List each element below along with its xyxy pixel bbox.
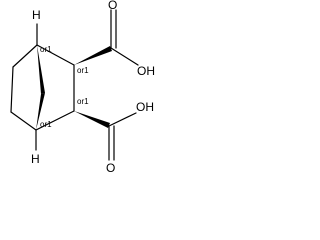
stereo-label-c3: or1: [77, 97, 89, 106]
bond-c3-c4: [35, 110, 75, 131]
atom-oh-top: OH: [137, 64, 155, 78]
atom-o-top: O: [108, 0, 117, 12]
bond-ctop-oh: [110, 47, 139, 66]
wedge-c3-carboxyl: [74, 111, 110, 128]
atom-o-bottom: O: [106, 161, 115, 175]
bond-c6-c4: [10, 111, 37, 131]
wedge-bridge-bottom: [36, 93, 45, 130]
bond-c7-c6: [10, 66, 14, 113]
bond-c1-c7: [12, 44, 38, 68]
atom-h-bottom: H: [31, 152, 40, 166]
bond-c1-c2: [36, 44, 75, 66]
atom-oh-bottom: OH: [136, 100, 154, 114]
wedge-bridge-top: [37, 45, 45, 94]
bond-cbot-oh: [108, 112, 137, 127]
stereo-label-c2: or1: [77, 66, 89, 75]
atom-h-top: H: [32, 8, 41, 22]
stereo-label-c1: or1: [40, 45, 52, 54]
stereo-label-c4: or1: [40, 120, 52, 129]
wedge-c2-carboxyl: [74, 46, 112, 65]
molecule-structure: H H O OH OH O or1 or1 or1 or1: [10, 0, 155, 175]
